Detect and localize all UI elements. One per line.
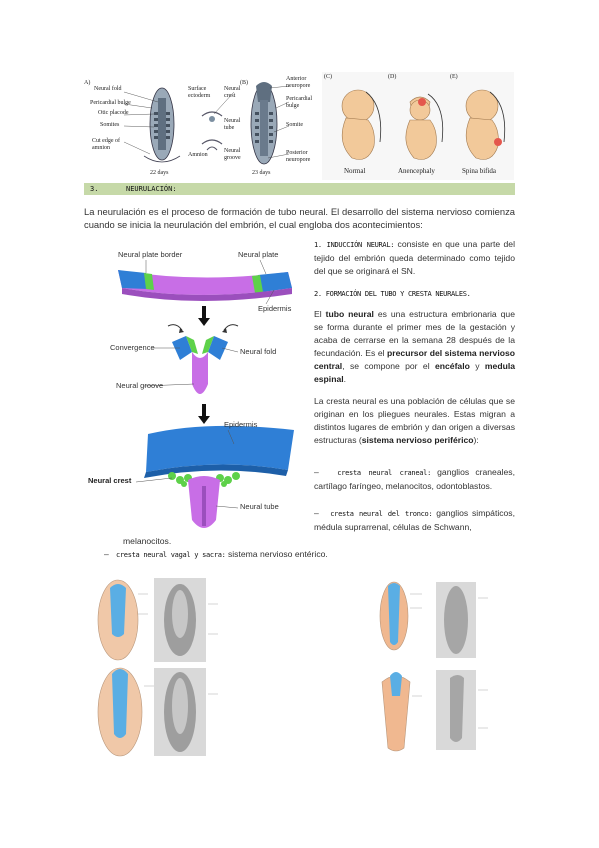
label-posterior-neuropore: Posterior neuropore [286,150,311,163]
p1-i: . [343,374,347,384]
diagram-label-neural-groove: Neural groove [116,381,164,390]
panel-label-a: A) [84,80,91,86]
panel-label-b: (B) [240,80,248,86]
induccion-neural-heading: 1. INDUCCIÓN NEURAL: [314,241,395,249]
label-surface-ectoderm: Surface ectoderm [188,86,211,99]
bullet-dash: – [104,549,109,559]
cresta-neural-paragraph: La cresta neural es una población de cél… [314,395,515,447]
diagram-label-epidermis-bottom: Epidermis [224,420,258,429]
p1-medula: medula espinal [314,361,515,384]
diagram-label-epidermis-top: Epidermis [258,304,292,313]
label-neural-fold: Neural fold [94,86,122,92]
cresta-craneal-text: ganglios craneales, cartílago faríngeo, … [314,467,515,491]
induccion-neural-item: 1. INDUCCIÓN NEURAL: consiste en que una… [314,238,515,278]
label-otic-placode: Otic placode [98,110,129,116]
diagram-label-neural-plate: Neural plate [238,250,279,259]
diagram-label-convergence: Convergence [110,343,155,352]
cresta-vagal-heading: cresta neural vagal y sacra: [115,551,226,559]
p2-a: La cresta neural es una población de cél… [314,396,515,445]
neurulation-embryo-figure: A) (B) Neural fold Pericardial bulge Oti… [84,72,314,180]
cresta-tronco-text: ganglios simpáticos, médula suprarrenal,… [314,508,515,532]
label-pericardial-bulge-b: Pericardial bulge [286,96,312,109]
p2-snp: sistema nervioso periférico [361,435,474,445]
p1-precursor: precursor del sistema nervioso central [314,348,515,371]
induccion-neural-text: consiste en que una parte del tejido del… [314,239,515,276]
p1-encefalo: encéfalo [434,361,470,371]
label-anterior-neuropore: Anterior neuropore [286,76,311,89]
p2-c: ): [473,435,479,445]
cresta-tronco-heading: cresta neural del tronco: [330,510,433,518]
label-neural-tube: Neural tube [224,118,241,131]
cresta-craneal-heading: cresta neural craneal: [337,469,431,477]
label-neural-crest: Neural crest [224,86,241,99]
fetus-illustrations [341,89,506,160]
neural-tube-defects-figure: (C) (D) (E) Normal Anencephaly Spina bif… [322,72,514,180]
embryo-photos-left [88,574,242,760]
embryo-photos-right-svg [370,578,514,756]
neurulation-diagram-svg [118,259,294,528]
panel-label-e: (E) [450,74,458,80]
panel-label-d: (D) [388,74,397,80]
p1-g: y [469,361,485,371]
diagram-label-neural-tube: Neural tube [240,502,279,511]
label-amnion: Amnion [188,152,208,158]
section-header-bar: 3. NEURULACIÓN: [84,183,515,195]
caption-normal: Normal [344,167,366,175]
label-23-days: 23 days [252,170,271,176]
embryo-illustration [123,82,290,165]
bullet-cresta-vagal: – cresta neural vagal y sacra: sistema n… [104,548,515,562]
label-pericardial-bulge-a: Pericardial bulge [90,100,131,106]
bullet-dash: – [314,467,319,477]
p1-tubo-neural: tubo neural [325,309,374,319]
diagram-label-neural-crest: Neural crest [88,476,132,485]
p1-c: es una estructura embrionaria que se for… [314,309,515,358]
bullet-cresta-tronco: – cresta neural del tronco: ganglios sim… [314,507,515,534]
section-title: NEURULACIÓN: [126,185,177,193]
bullet-dash: – [314,508,319,518]
label-somite: Somite [286,122,304,128]
label-22-days: 22 days [150,170,169,176]
neurulation-diagram: Neural plate border Neural plate Epiderm… [88,244,308,536]
caption-anencephaly: Anencephaly [398,167,435,175]
label-somites: Somites [100,122,120,128]
panel-label-c: (C) [324,74,332,80]
caption-spina-bifida: Spina bifida [462,167,497,175]
section-number: 3. [90,185,99,193]
diagram-label-neural-fold: Neural fold [240,347,277,356]
label-cut-edge-amnion: Cut edge of amnion [92,138,120,151]
cresta-vagal-text: sistema nervioso entérico. [225,549,328,559]
embryo-photos-left-svg [88,574,242,760]
label-neural-groove: Neural groove [224,148,241,161]
cresta-tronco-continued: melanocitos. [123,536,172,546]
bullet-cresta-craneal: – cresta neural craneal: ganglios cranea… [314,466,515,493]
p1-e: , se compone por el [342,361,435,371]
p1-a: El [314,309,326,319]
formacion-tubo-heading: 2. FORMACIÓN DEL TUBO Y CRESTA NEURALES. [314,290,471,298]
diagram-label-neural-plate-border: Neural plate border [118,250,183,259]
tubo-neural-paragraph: El tubo neural es una estructura embrion… [314,308,515,386]
intro-paragraph: La neurulación es el proceso de formació… [84,206,515,230]
embryo-photos-right [370,578,514,756]
